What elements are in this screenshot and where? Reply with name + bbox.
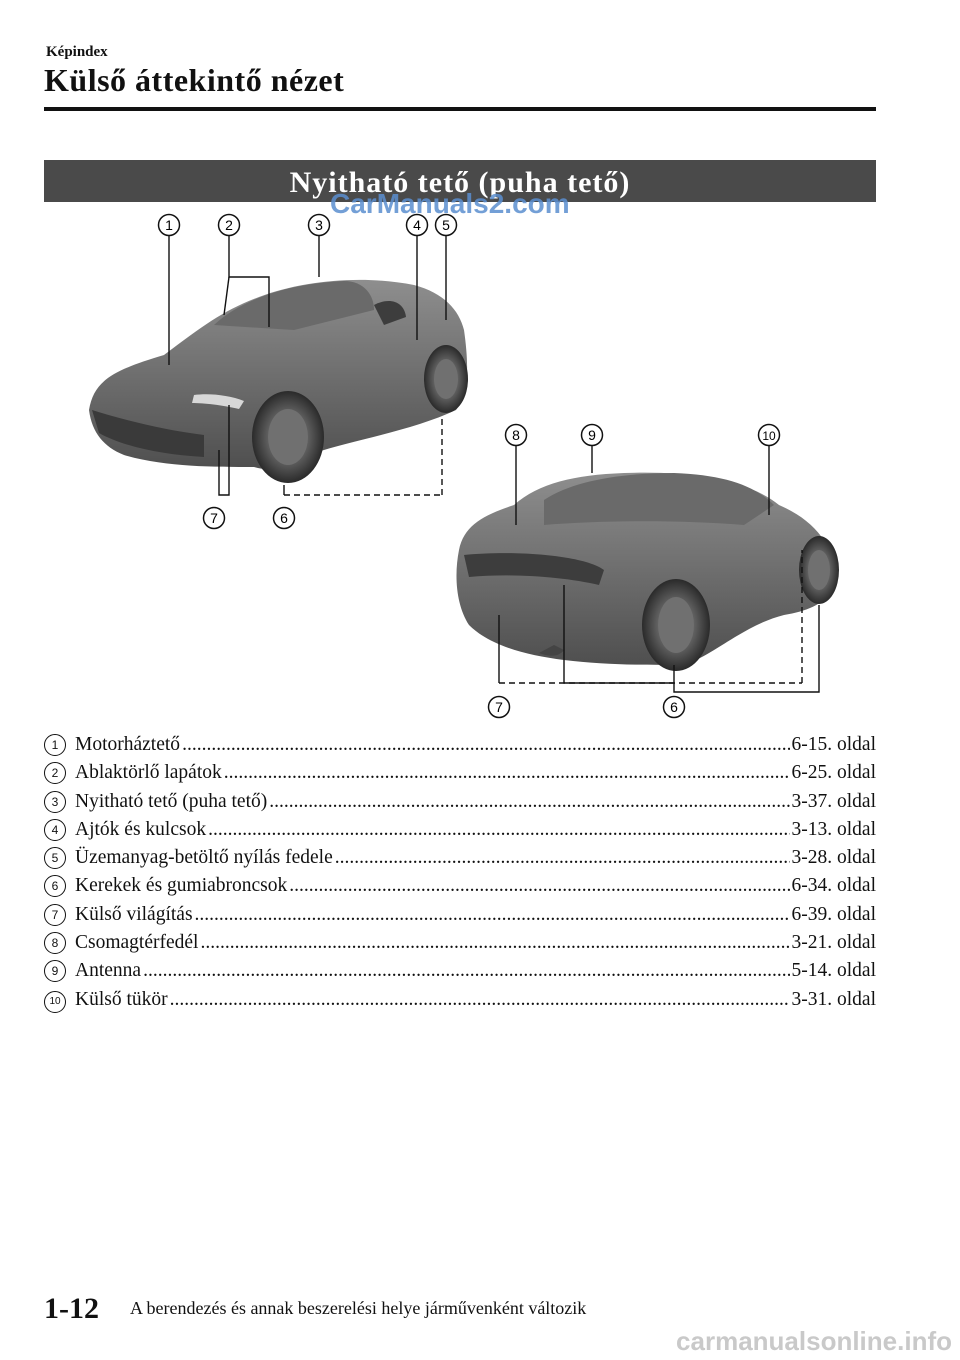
item-page: 6-25. oldal (791, 762, 876, 784)
list-item: 10 Külső tükör 3-31. oldal (44, 989, 876, 1017)
item-label: Üzemanyag-betöltő nyílás fedele (75, 847, 333, 869)
callout-7: 7 (202, 506, 226, 530)
leader-dots (182, 734, 789, 756)
item-label: Külső tükör (75, 988, 168, 1010)
leader-dots (200, 932, 789, 954)
item-page: 3-28. oldal (791, 847, 876, 869)
item-page: 6-34. oldal (791, 875, 876, 897)
item-number: 7 (44, 903, 66, 926)
leader-dots (224, 762, 790, 784)
item-label: Ablaktörlő lapátok (75, 762, 222, 784)
leader-dots (170, 989, 790, 1011)
list-item: 5 Üzemanyag-betöltő nyílás fedele 3-28. ol… (44, 847, 876, 875)
item-label: Csomagtérfedél (75, 932, 199, 954)
item-number: 9 (44, 960, 66, 983)
item-label: Motorháztető (75, 734, 181, 755)
callout-6: 6 (272, 506, 296, 530)
svg-text:1: 1 (165, 217, 173, 233)
item-number: 1 (44, 734, 66, 756)
page-number: 1-12 (44, 1292, 99, 1325)
rear-callouts: 8 9 10 7 6 (487, 423, 781, 719)
watermark-bottom: carmanualsonline.info (676, 1326, 952, 1356)
item-page: 3-21. oldal (791, 932, 876, 954)
rear-car (456, 472, 839, 671)
list-item: 7 Külső világítás 6-39. oldal (44, 903, 876, 932)
callout-2: 2 (217, 213, 241, 237)
callout-5: 5 (434, 213, 458, 237)
item-number: 10 (44, 990, 66, 1013)
list-item: 4 Ajtók és kulcsok 3-13. oldal (44, 818, 876, 847)
page-title: Külső áttekintő nézet (44, 62, 345, 98)
callout-9: 9 (580, 423, 604, 447)
svg-text:7: 7 (495, 699, 503, 715)
svg-text:10: 10 (762, 429, 776, 443)
callout-8: 8 (504, 423, 528, 447)
callout-7-rear: 7 (487, 695, 511, 719)
leader-dots (335, 847, 790, 869)
callout-4: 4 (405, 213, 429, 237)
callout-10: 10 (757, 423, 781, 447)
list-item: 2 Ablaktörlő lapátok 6-25. oldal (44, 762, 876, 790)
section-label: Képindex (46, 44, 108, 60)
svg-text:2: 2 (225, 217, 233, 233)
leader-dots (208, 819, 789, 841)
svg-text:3: 3 (315, 217, 323, 233)
section-banner: Nyitható tető (puha tető) (44, 160, 876, 202)
leader-dots (195, 904, 790, 926)
item-page: 3-31. oldal (791, 988, 876, 1010)
list-item: 6 Kerekek és gumiabroncsok 6-34. oldal (44, 875, 876, 903)
list-item: 9 Antenna 5-14. oldal (44, 960, 876, 988)
item-label: Kerekek és gumiabroncsok (75, 875, 288, 897)
item-page: 3-37. oldal (791, 790, 876, 812)
leader-dots (143, 960, 789, 982)
callout-1: 1 (157, 213, 181, 237)
svg-text:9: 9 (588, 427, 596, 443)
list-item: 8 Csomagtérfedél 3-21. oldal (44, 932, 876, 960)
car-illustration: 1 2 3 4 5 7 6 8 9 10 7 6 (89, 213, 839, 719)
item-number: 6 (44, 875, 66, 898)
item-label: Antenna (75, 960, 142, 982)
item-number: 3 (44, 790, 66, 813)
item-page: 5-14. oldal (791, 960, 876, 982)
leader-dots (289, 875, 789, 897)
item-page: 6-39. oldal (791, 903, 876, 925)
item-label: Nyitható tető (puha tető) (75, 790, 268, 812)
leader-dots (269, 791, 789, 813)
list-item: 1 Motorháztető 6-15. oldal (44, 734, 876, 762)
front-car (89, 279, 468, 483)
item-label: Ajtók és kulcsok (75, 818, 207, 840)
item-number: 2 (44, 762, 66, 785)
svg-text:4: 4 (413, 217, 421, 233)
title-rule (44, 107, 876, 111)
svg-text:8: 8 (512, 427, 520, 443)
footer-note: A berendezés és annak beszerelési helye … (130, 1298, 587, 1318)
svg-text:7: 7 (210, 510, 218, 526)
list-item: 3 Nyitható tető (puha tető) 3-37. oldal (44, 790, 876, 819)
callout-3: 3 (307, 213, 331, 237)
item-number: 8 (44, 932, 66, 955)
callout-6-rear: 6 (662, 695, 686, 719)
item-number: 5 (44, 847, 66, 870)
item-label: Külső világítás (75, 903, 193, 925)
watermark-top: CarManuals2.com (330, 188, 570, 219)
parts-index-list: 1 Motorháztető 6-15. oldal 2 Ablaktörlő lap… (44, 734, 876, 1017)
svg-text:6: 6 (670, 699, 678, 715)
svg-text:5: 5 (442, 217, 450, 233)
front-leader-lines (168, 235, 447, 496)
item-page: 6-15. oldal (791, 734, 876, 755)
rear-leader-lines (498, 445, 820, 693)
item-page: 3-13. oldal (791, 818, 876, 840)
svg-text:6: 6 (280, 510, 288, 526)
item-number: 4 (44, 818, 66, 841)
front-callouts: 1 2 3 4 5 7 6 (157, 213, 458, 530)
